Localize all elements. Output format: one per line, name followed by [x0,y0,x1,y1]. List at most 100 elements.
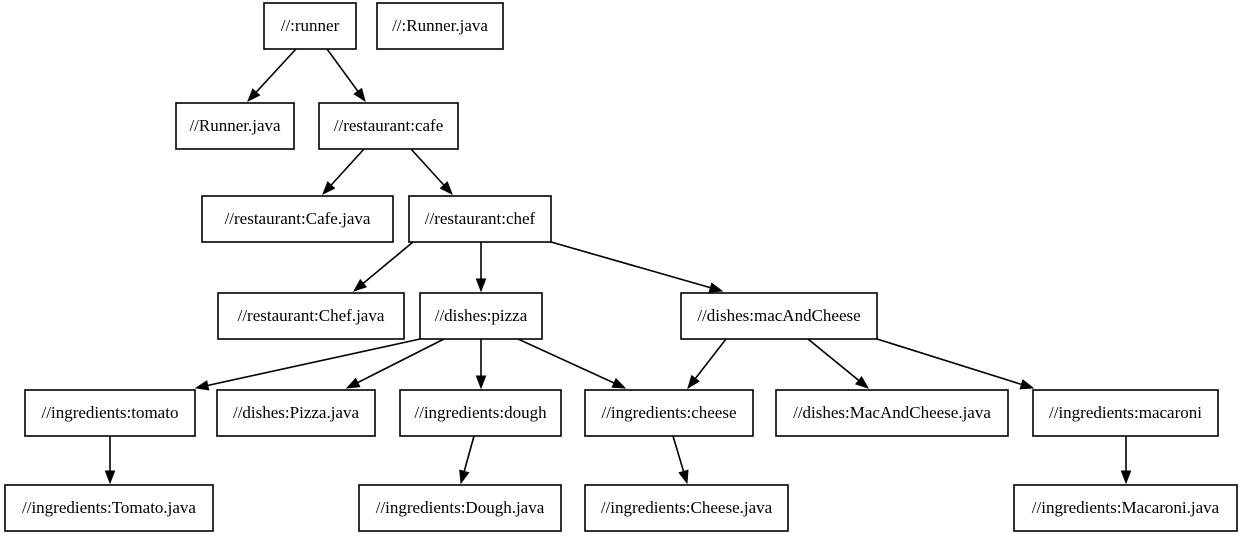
node-label: //ingredients:Dough.java [376,498,545,517]
arrow-head-icon [247,88,261,103]
arrow-head-icon [611,377,627,389]
node-box[interactable] [775,389,1009,437]
graph-node[interactable]: //:runner [263,2,357,50]
edge-line [361,241,414,286]
arrow-head-icon [708,282,724,293]
edges-layer [104,48,1132,485]
node-box[interactable] [175,102,295,150]
graph-node[interactable]: //dishes:pizza [419,292,543,340]
edge-line [693,338,727,381]
arrow-head-icon [439,181,453,196]
graph-node[interactable]: //dishes:MacAndCheese.java [775,389,1009,437]
graph-edge [345,338,445,389]
graph-node[interactable]: //restaurant:chef [408,195,552,243]
node-box[interactable] [1013,484,1238,532]
edge-line [329,148,365,188]
node-label: //restaurant:Cafe.java [225,209,371,228]
edge-line [355,338,445,385]
graph-node[interactable]: //ingredients:macaroni [1032,389,1219,437]
graph-node[interactable]: //dishes:macAndCheese [680,292,878,340]
graph-edge [459,435,475,485]
node-box[interactable] [318,102,459,150]
arrow-head-icon [322,181,336,196]
node-label: //dishes:Pizza.java [233,403,360,422]
edge-line [205,338,421,387]
node-box[interactable] [419,292,543,340]
graph-node[interactable]: //ingredients:tomato [24,389,196,437]
node-label: //:Runner.java [392,16,488,35]
arrow-head-icon [353,87,366,103]
edge-line [672,435,685,474]
graph-edge [475,339,487,390]
graph-edge [672,435,689,485]
graph-edge [247,48,297,103]
arrow-head-icon [459,469,470,485]
node-box[interactable] [584,484,789,532]
node-label: //ingredients:Macaroni.java [1032,498,1220,517]
node-box[interactable] [217,292,405,340]
arrow-head-icon [854,375,870,389]
arrow-head-icon [1019,379,1035,390]
graph-edge [475,242,487,293]
arrow-head-icon [475,278,487,293]
node-box[interactable] [584,389,754,437]
graph-node[interactable]: //restaurant:Cafe.java [201,195,394,243]
node-box[interactable] [680,292,878,340]
node-label: //ingredients:cheese [601,403,736,422]
graph-edge [687,338,727,390]
graph-node[interactable]: //ingredients:Tomato.java [4,484,214,532]
graph-edge [1120,436,1132,485]
edge-line [462,435,475,474]
graph-node[interactable]: //ingredients:cheese [584,389,754,437]
arrow-head-icon [104,470,116,485]
node-label: //ingredients:Cheese.java [601,498,773,517]
node-label: //dishes:MacAndCheese.java [793,403,991,422]
node-label: //dishes:macAndCheese [697,306,860,325]
node-label: //ingredients:macaroni [1049,403,1202,422]
graph-node[interactable]: //restaurant:Chef.java [217,292,405,340]
graph-node[interactable]: //restaurant:cafe [318,102,459,150]
node-box[interactable] [201,195,394,243]
node-label: //ingredients:dough [414,403,547,422]
node-label: //Runner.java [189,116,281,135]
node-box[interactable] [1032,389,1219,437]
graph-edge [876,338,1035,390]
nodes-layer: //:runner //:Runner.java //Runner.java //re… [4,2,1238,532]
node-label: //restaurant:Chef.java [238,306,385,325]
node-box[interactable] [399,389,562,437]
graph-node[interactable]: //ingredients:Cheese.java [584,484,789,532]
arrow-head-icon [475,375,487,390]
graph-node[interactable]: //:Runner.java [376,2,504,50]
graph-node[interactable]: //ingredients:Dough.java [358,484,562,532]
arrow-head-icon [687,374,700,390]
arrow-head-icon [345,377,361,389]
arrow-head-icon [678,469,689,485]
node-box[interactable] [263,2,357,50]
node-box[interactable] [216,389,376,437]
graph-edge [550,241,724,293]
graph-edge [807,338,870,389]
edge-line [876,338,1024,386]
graph-node[interactable]: //ingredients:dough [399,389,562,437]
node-box[interactable] [358,484,562,532]
node-label: //ingredients:Tomato.java [22,498,196,517]
graph-edge [326,48,366,103]
edge-line [807,338,861,383]
graph-node[interactable]: //Runner.java [175,102,295,150]
node-box[interactable] [376,2,504,50]
graph-node[interactable]: //ingredients:Macaroni.java [1013,484,1238,532]
node-label: //restaurant:chef [425,209,536,228]
arrow-head-icon [194,380,210,391]
node-label: //ingredients:tomato [42,403,179,422]
node-box[interactable] [4,484,214,532]
arrow-head-icon [1120,470,1132,485]
node-box[interactable] [24,389,196,437]
graph-edge [517,338,627,389]
node-label: //:runner [281,16,340,35]
node-box[interactable] [408,195,552,243]
graph-edge [194,338,421,391]
graph-node[interactable]: //dishes:Pizza.java [216,389,376,437]
edge-line [254,48,297,95]
edge-line [410,148,446,188]
